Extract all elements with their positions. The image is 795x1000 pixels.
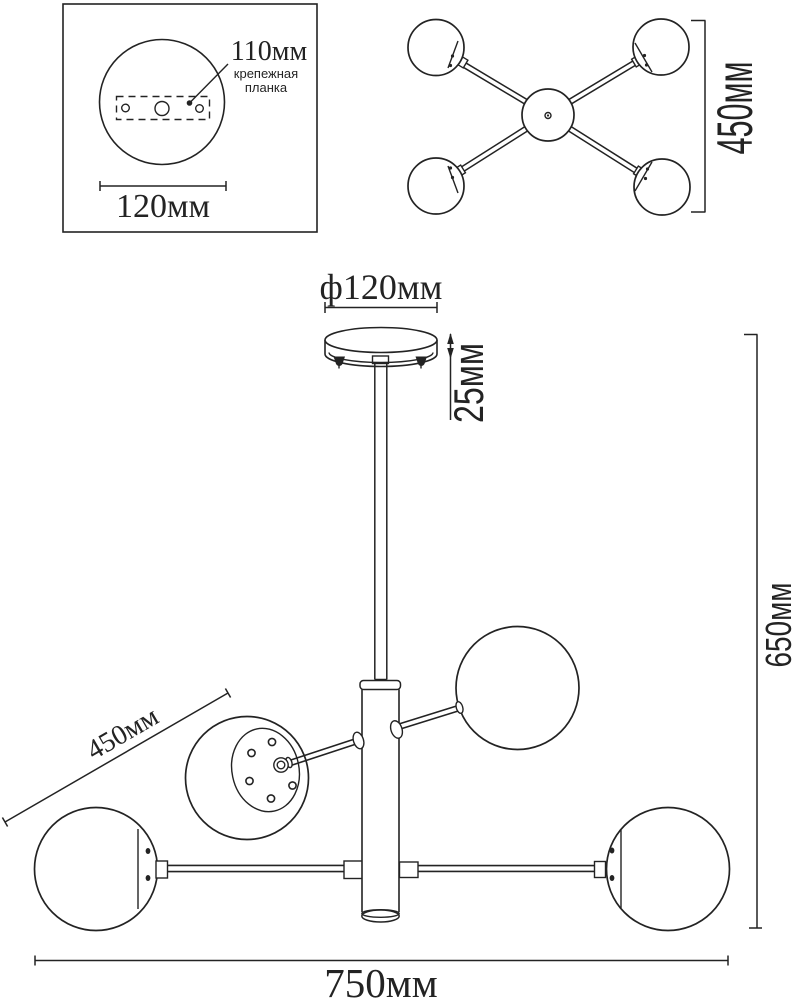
leader-line (189, 63, 229, 103)
dimension-overall-width: 750мм (34, 955, 729, 1000)
dimension-canopy-diameter: ф120мм (320, 267, 443, 313)
column-bottom-rim (361, 909, 400, 919)
ceiling-cup-circle (98, 38, 226, 166)
globe-neck-chords (447, 40, 653, 194)
upper-right-arm-ferrule (455, 700, 464, 715)
top-view: 450мм (407, 18, 763, 216)
canopy-height-label: 25мм (445, 343, 492, 423)
column-top-collar (359, 679, 402, 691)
globe-bottom-right (633, 158, 691, 216)
bottom-right-connector (593, 860, 607, 879)
plate-caption-2: планка (245, 80, 288, 95)
rod-top-collar (371, 355, 390, 365)
upper-left-arm (285, 737, 359, 768)
overall-width-label: 750мм (324, 960, 437, 1000)
central-column (359, 679, 402, 923)
left-arm-boss (352, 731, 365, 750)
stem-rod (371, 355, 390, 681)
globe-neck-screws (448, 53, 650, 181)
dimension-overall-height: 650мм (744, 333, 795, 929)
fitter-plate-holes (245, 737, 297, 803)
bracket-hole-left (120, 103, 130, 113)
canopy (324, 326, 438, 369)
bracket-hole-center (154, 100, 170, 117)
canopy-screw-left (333, 356, 345, 367)
arm-length-label: 450мм (81, 701, 164, 767)
leader-dot (186, 100, 193, 106)
bottom-right-sleeve (398, 861, 419, 879)
canopy-diameter-label: ф120мм (320, 267, 443, 307)
canopy-screw-right (415, 356, 427, 367)
bottom-left-sleeve (343, 860, 364, 880)
mounting-inset: 110мм крепежная планка 120мм (62, 3, 318, 233)
inset-border (62, 3, 318, 233)
globe-top-right (632, 18, 690, 76)
fitter-nipple-inner (276, 760, 286, 770)
bottom-left-connector (155, 860, 169, 879)
bottom-arms (163, 864, 600, 873)
upper-right-globe (455, 625, 580, 751)
overall-height-label: 650мм (758, 583, 795, 668)
top-view-dimension-450: 450мм (691, 19, 763, 213)
plate-width-label: 110мм (231, 36, 308, 67)
front-view: ф120мм 25мм 450мм 650мм (1, 267, 795, 1000)
bracket-hole-right (194, 103, 204, 113)
top-view-span-label: 450мм (707, 62, 763, 155)
base-width-label: 120мм (116, 188, 210, 225)
bottom-left-globe (33, 806, 159, 932)
mounting-bracket-dashed (115, 95, 211, 121)
upper-left-globe (184, 715, 310, 841)
hub-center-hole (544, 111, 552, 120)
plate-caption-1: крепежная (234, 66, 298, 81)
hub-center-dot (546, 114, 550, 117)
right-arm-boss (389, 720, 404, 739)
inset-dimension-120: 120мм (99, 181, 227, 225)
bottom-right-globe (605, 806, 731, 932)
dimension-canopy-height: 25мм (445, 333, 492, 423)
upper-right-arm (396, 704, 461, 731)
